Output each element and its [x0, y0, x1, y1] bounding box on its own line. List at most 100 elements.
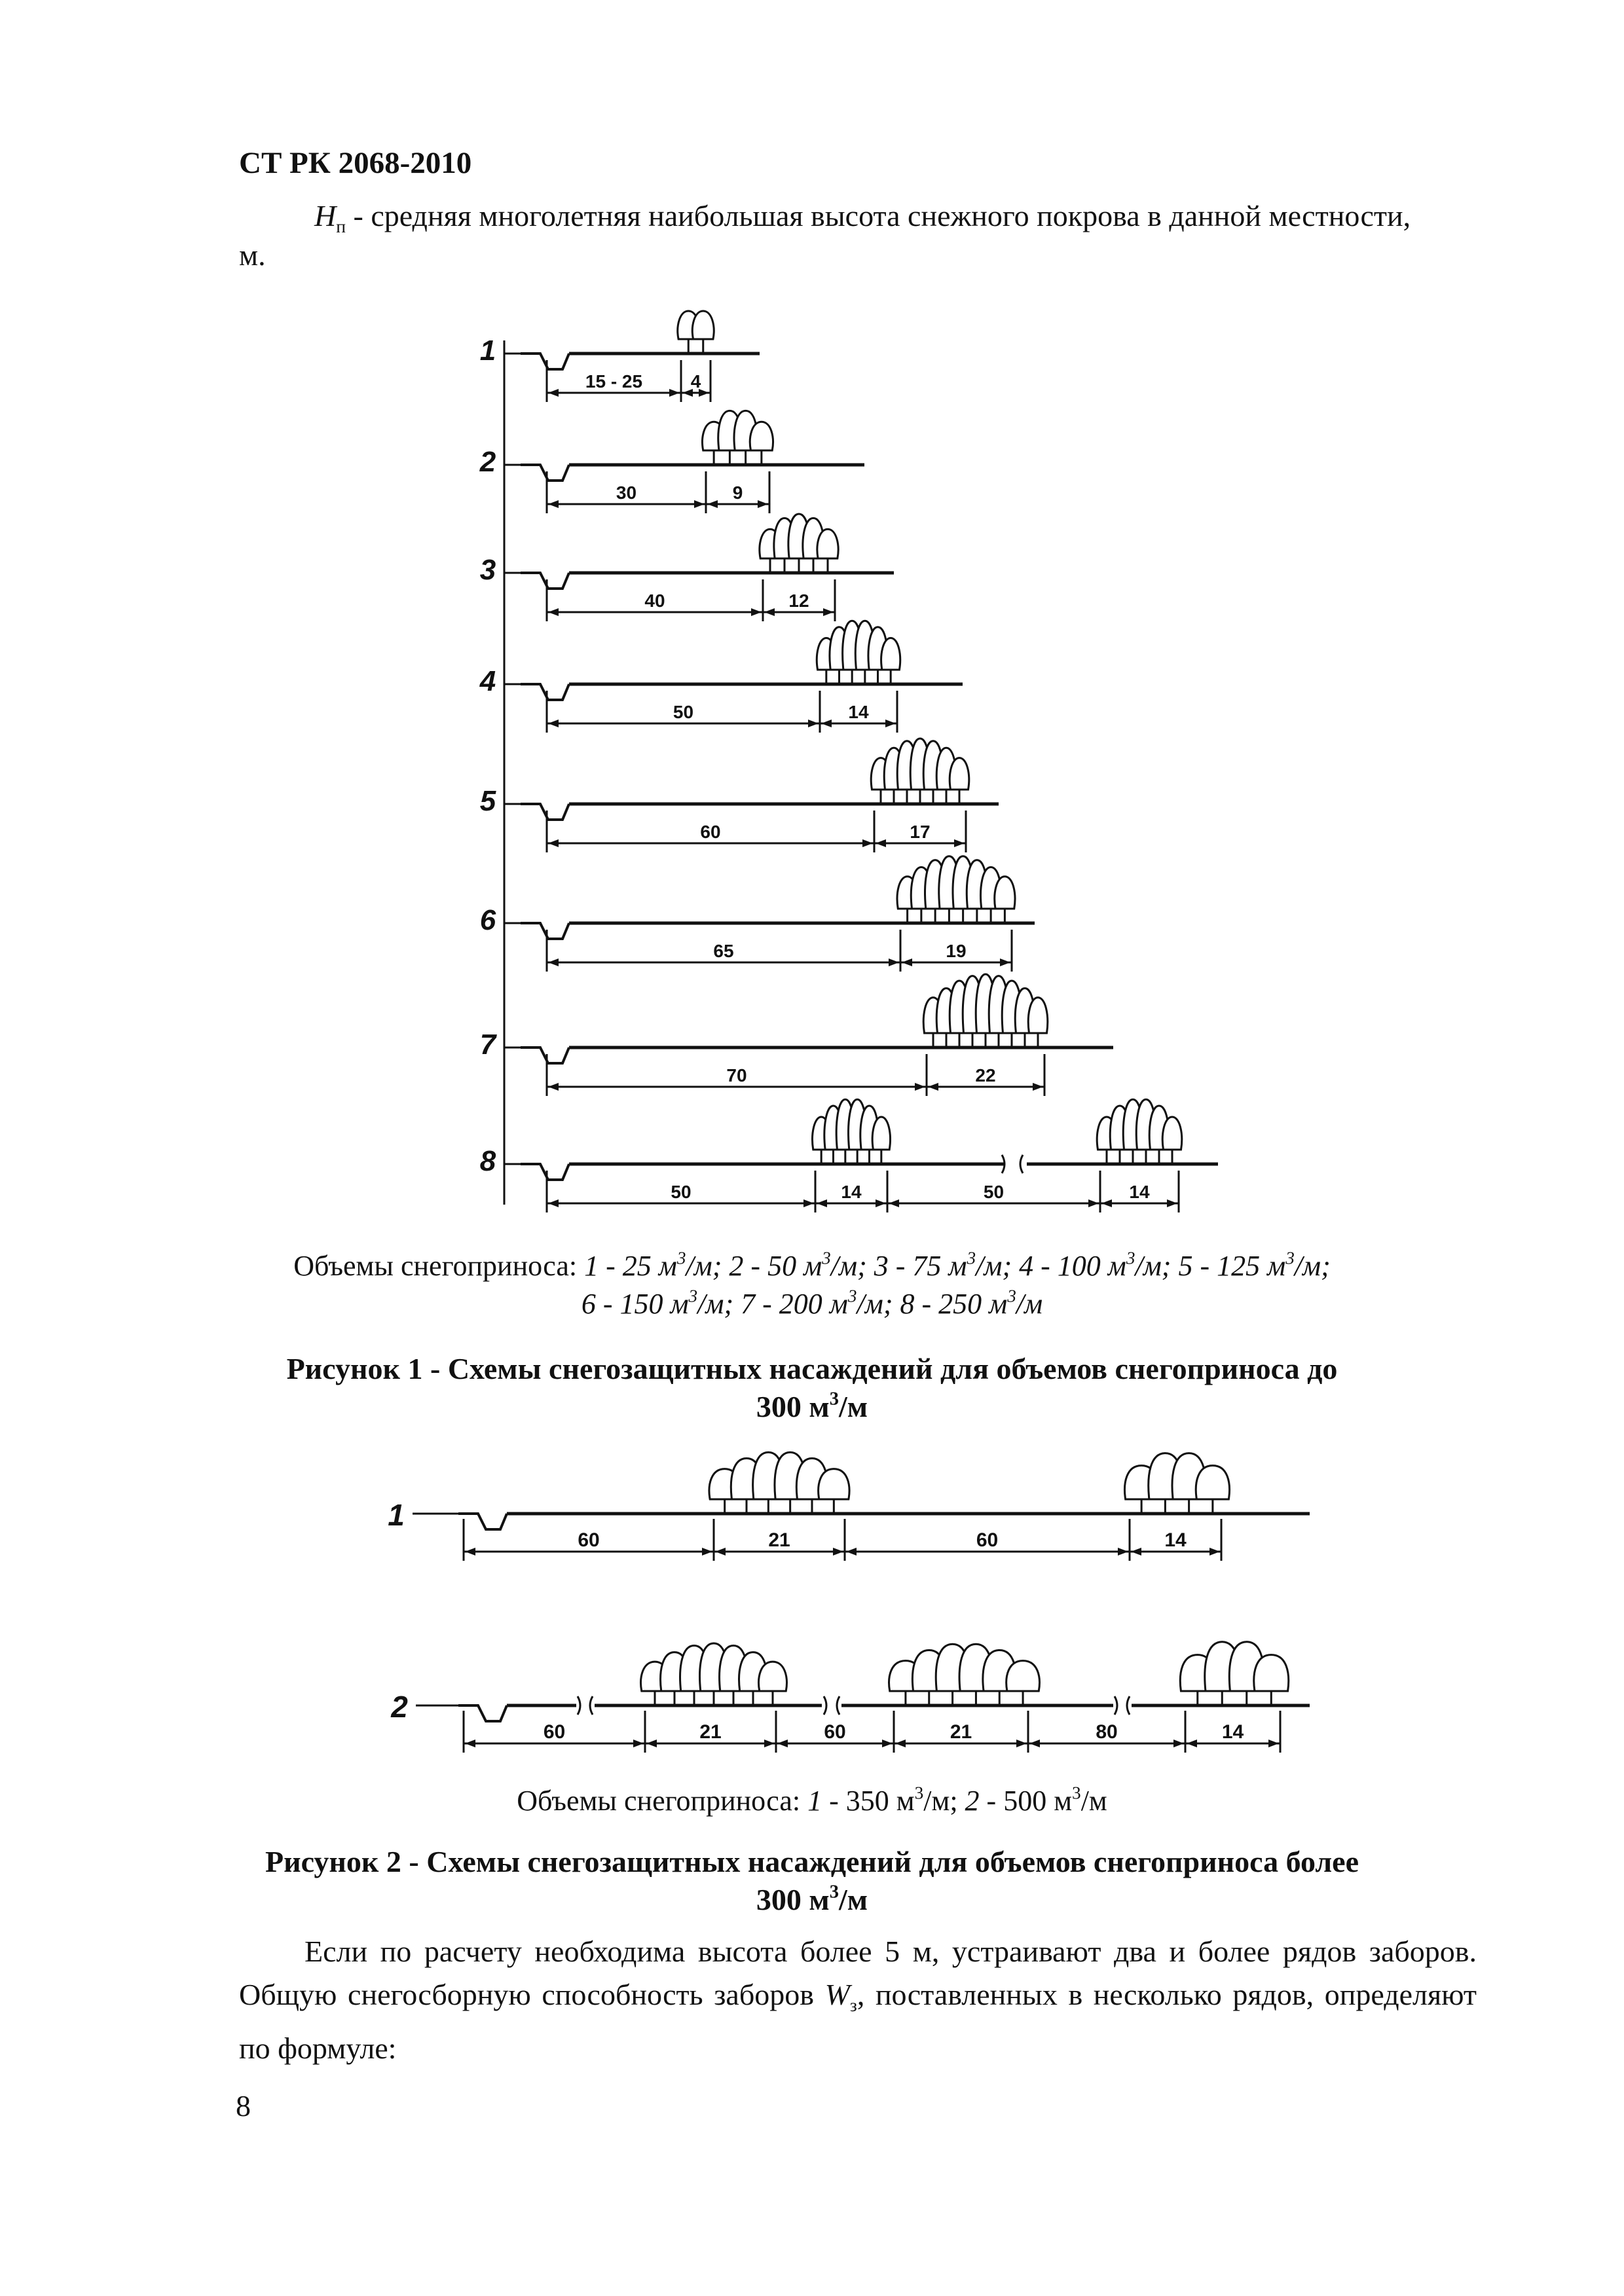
dimension-arrowhead	[548, 389, 559, 397]
dimension-label: 50	[671, 1182, 691, 1202]
figure-1-title: Рисунок 1 - Схемы снегозащитных насажден…	[196, 1350, 1428, 1426]
dimension-label: 21	[768, 1529, 790, 1551]
dimension-arrowhead	[1209, 1548, 1220, 1556]
page-number: 8	[236, 2089, 251, 2123]
ditch-profile	[521, 464, 570, 482]
caption-volume-item: 1 - 350 м3/м;	[807, 1783, 965, 1817]
dimension-label: 65	[713, 941, 733, 961]
dimension-label: 9	[733, 483, 743, 503]
dimension-label: 60	[544, 1721, 565, 1743]
tree-crown	[1005, 1660, 1041, 1692]
scheme-number: 1	[388, 1498, 405, 1532]
dimension-label: 12	[788, 591, 809, 611]
dimension-arrowhead	[876, 839, 886, 847]
ditch-profile	[521, 352, 570, 371]
body-text-part1: Если по расчету необходима высота более …	[239, 1935, 1477, 2011]
scheme-number: 8	[480, 1145, 496, 1177]
dimension-label: 22	[975, 1065, 995, 1085]
ditch-profile	[458, 1704, 508, 1722]
dimension-arrowhead	[1173, 1740, 1184, 1747]
symbol-h: H	[314, 199, 337, 232]
dimension-arrowhead	[1033, 1083, 1043, 1091]
scheme-number: 3	[480, 554, 496, 586]
definition-continuation: м.	[239, 238, 266, 272]
dimension-arrowhead	[895, 1740, 906, 1747]
dimension-arrowhead	[846, 1548, 857, 1556]
figure-2-title: Рисунок 2 - Схемы снегозащитных насажден…	[196, 1843, 1428, 1919]
dimension-arrowhead	[548, 500, 559, 508]
break-mark	[1113, 1696, 1131, 1715]
body-text-part2: , поставленных в несколько рядов, опреде…	[239, 1978, 1477, 2066]
dimension-arrowhead	[777, 1740, 788, 1747]
tree-crown	[1253, 1654, 1290, 1692]
figure-1-volumes-caption: Объемы снегоприноса: 1 - 25 м3/м; 2 - 50…	[0, 1247, 1624, 1323]
document-code: СТ РК 2068-2010	[239, 146, 472, 180]
dimension-arrowhead	[694, 500, 705, 508]
dimension-arrowhead	[1088, 1199, 1099, 1207]
scheme-number: 4	[479, 665, 496, 697]
dimension-label: 21	[950, 1721, 972, 1743]
dimension-arrowhead	[1016, 1740, 1027, 1747]
scheme-number: 5	[480, 785, 496, 817]
caption-volume-item: 6 - 150 м3/м;	[581, 1286, 741, 1320]
caption-volume-item: 4 - 100 м3/м;	[1019, 1248, 1179, 1282]
figure-2-title-line1: Рисунок 2 - Схемы снегозащитных насажден…	[265, 1845, 1359, 1878]
dimension-arrowhead	[889, 958, 899, 966]
dimension-label: 60	[824, 1721, 845, 1743]
break-mark	[1001, 1154, 1024, 1174]
symbol-w: W	[824, 1978, 850, 2011]
caption-prefix: Объемы снегоприноса:	[517, 1785, 808, 1817]
ditch-profile	[521, 922, 570, 940]
dimension-label: 30	[616, 483, 637, 503]
tree-crown	[691, 310, 715, 340]
tree-crown	[758, 1660, 788, 1692]
ditch-profile	[521, 683, 570, 701]
figure-1-title-line1: Рисунок 1 - Схемы снегозащитных насажден…	[286, 1352, 1338, 1385]
tree-crown	[748, 420, 774, 452]
dimension-arrowhead	[808, 720, 819, 727]
caption-volume-item: 5 - 125 м3/м;	[1178, 1248, 1331, 1282]
definition-text: - средняя многолетняя наибольшая высота …	[346, 199, 1411, 232]
dimension-label: 14	[1129, 1182, 1150, 1202]
tree-crown	[1027, 996, 1049, 1034]
dimension-label: 70	[726, 1065, 747, 1085]
dimension-arrowhead	[669, 389, 680, 397]
ditch-profile	[458, 1512, 508, 1531]
caption-prefix: Объемы снегоприноса:	[293, 1250, 585, 1282]
dimension-arrowhead	[764, 1740, 775, 1747]
dimension-arrowhead	[915, 1083, 925, 1091]
dimension-arrowhead	[465, 1548, 475, 1556]
dimension-arrowhead	[548, 720, 559, 727]
dimension-arrowhead	[862, 839, 873, 847]
dimension-arrowhead	[928, 1083, 938, 1091]
dimension-arrowhead	[646, 1740, 657, 1747]
dimension-label: 50	[673, 702, 693, 722]
dimension-label: 60	[976, 1529, 998, 1551]
dimension-arrowhead	[548, 1199, 559, 1207]
dimension-label: 15 - 25	[585, 371, 642, 392]
tree-crown	[948, 757, 970, 791]
caption-volume-item: 2 - 50 м3/м;	[729, 1248, 874, 1282]
dimension-arrowhead	[548, 839, 559, 847]
symbol-h-subscript: п	[336, 216, 346, 237]
symbol-w-subscript: з	[849, 1995, 857, 2016]
dimension-arrowhead	[707, 500, 718, 508]
dimension-label: 50	[984, 1182, 1004, 1202]
tree-crown	[817, 1468, 851, 1501]
dimension-arrowhead	[1101, 1199, 1112, 1207]
dimension-label: 80	[1096, 1721, 1117, 1743]
caption-volume-item: 2 - 500 м3/м	[965, 1783, 1107, 1817]
dimension-label: 19	[946, 941, 966, 961]
caption-volume-item: 3 - 75 м3/м;	[874, 1248, 1020, 1282]
tree-crown	[993, 875, 1016, 910]
dimension-arrowhead	[954, 839, 965, 847]
dimension-label: 60	[700, 822, 720, 842]
